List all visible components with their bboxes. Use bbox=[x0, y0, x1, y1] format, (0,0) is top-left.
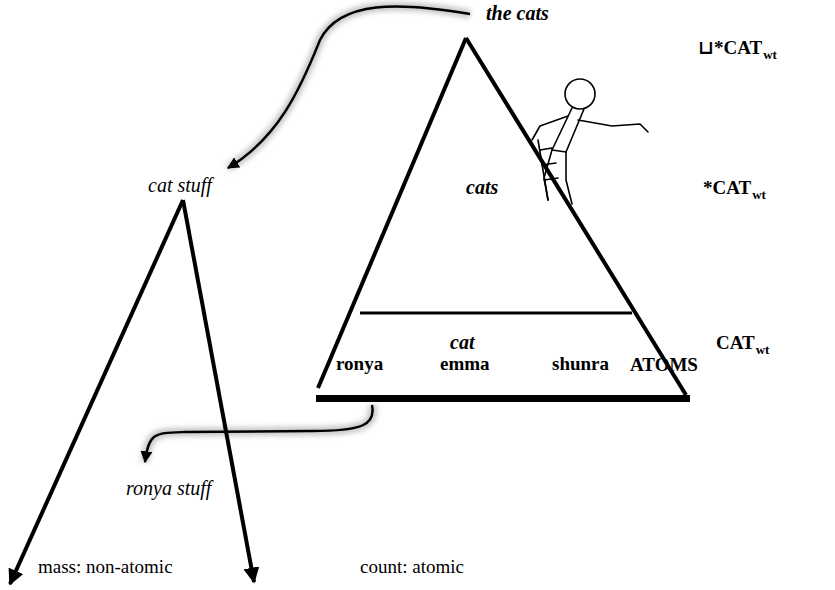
subscript: wt bbox=[756, 343, 770, 357]
figure-arm bbox=[532, 116, 568, 140]
set-triangle: the cats cats cat ronya emma shunra bbox=[310, 0, 694, 404]
axis-note: mass: non-atomic bbox=[38, 556, 173, 578]
mass-triangle: cat stuff ronya stuff bbox=[4, 170, 266, 590]
triangle-side bbox=[10, 200, 183, 584]
atoms-label: ATOMS bbox=[630, 354, 698, 376]
plural-definite-label: the cats bbox=[486, 2, 549, 24]
connector-shadow bbox=[145, 405, 373, 462]
node-outline bbox=[310, 0, 694, 404]
figure-arm bbox=[578, 120, 648, 132]
figure-ladder bbox=[540, 148, 552, 150]
figure-torso bbox=[566, 109, 584, 152]
figure-hip bbox=[552, 150, 566, 152]
mass-label: cat stuff bbox=[148, 174, 212, 196]
triangle-side bbox=[318, 38, 466, 388]
connector-shadow bbox=[228, 6, 470, 168]
triangle-side bbox=[183, 200, 254, 582]
band-divider bbox=[360, 312, 632, 315]
axis-note: count: atomic bbox=[360, 556, 464, 578]
node-outline bbox=[4, 170, 266, 590]
atom-base-bar bbox=[316, 395, 690, 402]
denotation-label: *CAT bbox=[703, 177, 751, 199]
curved-arrow bbox=[228, 6, 470, 168]
plural-label: cats bbox=[466, 176, 498, 198]
singular-label: cat bbox=[450, 331, 474, 353]
subscript: wt bbox=[752, 188, 766, 202]
denotation-label: CAT bbox=[716, 332, 755, 354]
figure-leg bbox=[566, 152, 572, 204]
atom-name: ronya bbox=[336, 353, 383, 375]
atom-name: shunra bbox=[552, 353, 609, 375]
mass-label: ronya stuff bbox=[126, 477, 211, 499]
triangle-side bbox=[466, 38, 686, 395]
subscript: wt bbox=[763, 48, 777, 62]
curved-arrow bbox=[145, 405, 373, 462]
figure-head bbox=[565, 79, 595, 109]
denotation-label: ⊔*CAT bbox=[698, 37, 762, 59]
atom-name: emma bbox=[440, 353, 490, 375]
